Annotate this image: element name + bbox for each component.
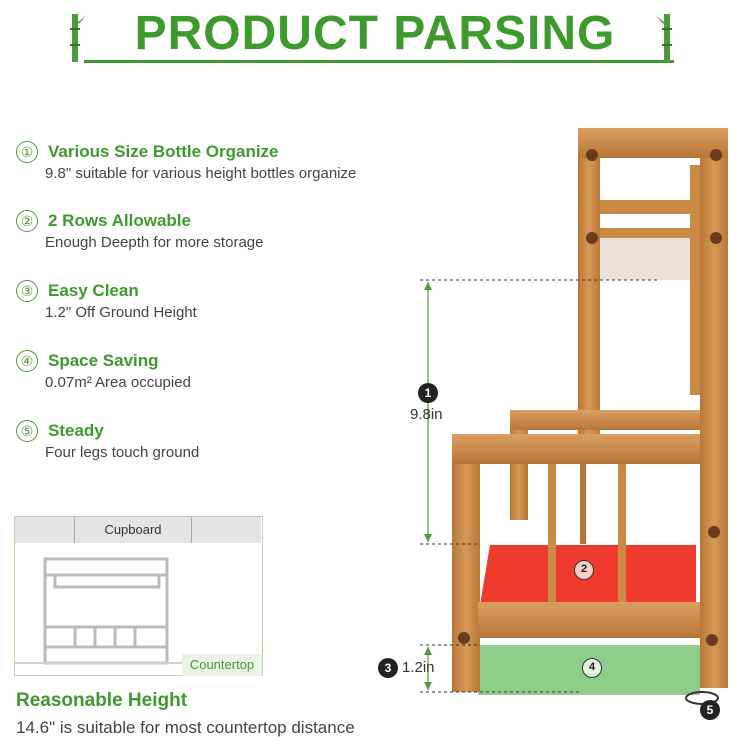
reasonable-height-desc: 14.6" is suitable for most countertop di… (16, 718, 355, 737)
marker-badge: 5 (700, 700, 720, 720)
feature-title: Easy Clean (48, 281, 139, 300)
feature-item: ② 2 Rows Allowable Enough Deepth for more… (16, 210, 263, 251)
feature-desc: Enough Deepth for more storage (45, 234, 264, 251)
bamboo-shelf-image (420, 128, 728, 705)
number-icon: ⑤ (16, 420, 38, 442)
feature-item: ③ Easy Clean 1.2" Off Ground Height (16, 280, 197, 321)
shelf-outline-drawing (15, 517, 261, 665)
height-dimension-label: 9.8in (410, 406, 443, 423)
marker-badge: 1 (418, 383, 438, 403)
feature-desc: Four legs touch ground (45, 444, 200, 461)
feature-title: 2 Rows Allowable (48, 211, 191, 230)
title-underline (84, 60, 674, 63)
cupboard-label: Cupboard (74, 517, 192, 543)
feature-title: Various Size Bottle Organize (48, 142, 279, 161)
number-icon: ③ (16, 280, 38, 302)
feature-desc: 0.07m² Area occupied (45, 374, 191, 391)
page-title: PRODUCT PARSING (134, 7, 616, 60)
feature-desc: 1.2" Off Ground Height (45, 304, 197, 321)
feature-item: ⑤ Steady Four legs touch ground (16, 420, 199, 461)
reasonable-height-title: Reasonable Height (16, 690, 188, 711)
feature-item: ① Various Size Bottle Organize 9.8" suita… (16, 141, 356, 182)
feature-desc: 9.8" suitable for various height bottles… (45, 165, 357, 182)
feature-title: Steady (48, 421, 104, 440)
countertop-label: Countertop (182, 654, 262, 676)
feature-title: Space Saving (48, 351, 159, 370)
cupboard-inset (14, 516, 263, 676)
number-icon: ② (16, 210, 38, 232)
bamboo-icon (70, 14, 86, 62)
number-icon: ① (16, 141, 38, 163)
marker-badge: 2 (574, 560, 594, 580)
clearance-dimension-label: 1.2in (402, 659, 435, 676)
feature-item: ④ Space Saving 0.07m² Area occupied (16, 350, 191, 391)
marker-badge: 4 (582, 658, 602, 678)
marker-badge: 3 (378, 658, 398, 678)
bamboo-icon (656, 14, 672, 62)
number-icon: ④ (16, 350, 38, 372)
